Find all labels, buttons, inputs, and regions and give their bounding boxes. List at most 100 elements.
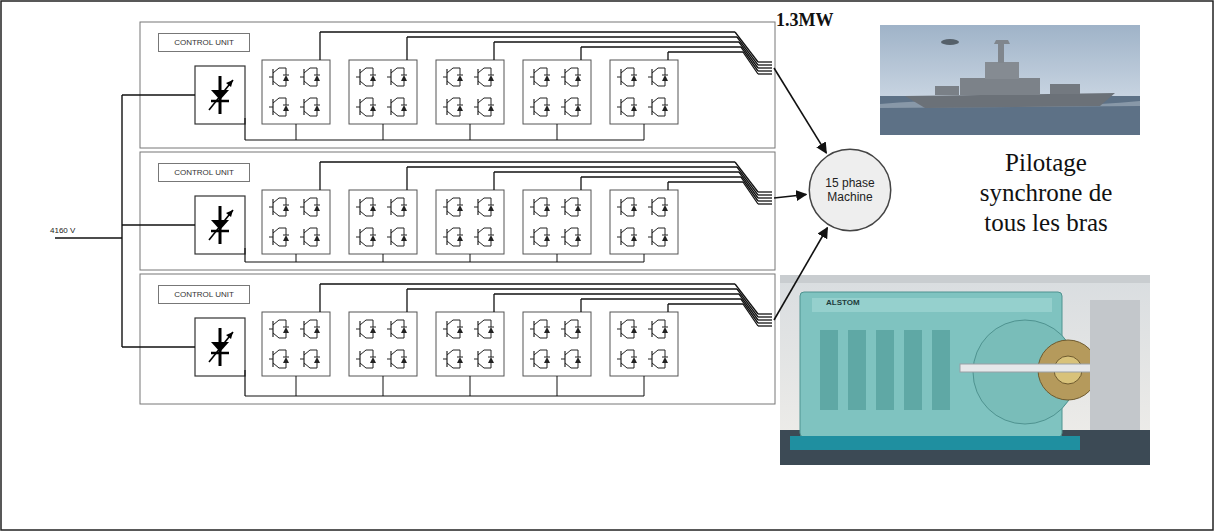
wire [571,198,578,199]
igbt-symbol [447,320,453,325]
wire [634,350,635,357]
wire [286,333,287,338]
wire [317,98,318,105]
feed-arrow [774,194,806,198]
wire [758,325,772,326]
diode-symbol [544,75,550,81]
h-bridge-box [262,190,330,254]
h-bridge-box [610,190,678,254]
igbt-symbol [443,237,447,238]
wire [547,241,548,246]
wire [404,333,405,338]
wire [286,228,287,235]
igbt-symbol [534,111,540,116]
feed-arrow [774,68,826,153]
wire [540,86,547,87]
igbt-symbol [304,211,310,216]
wire [373,350,374,357]
igbt-symbol [652,228,658,233]
igbt-symbol [391,241,397,246]
wire [491,111,492,116]
wire [758,197,772,198]
wire [373,320,374,327]
diode-symbol [575,327,581,333]
wire [540,198,547,199]
wire [397,320,404,321]
wire [286,320,287,327]
igbt-symbol [478,350,484,355]
wire [658,246,665,247]
wire [739,42,758,68]
diode-symbol [488,75,494,81]
wire [758,313,772,314]
wire [320,161,735,162]
diode-symbol [401,235,407,241]
unit-label: CONTROL UNIT [174,168,234,177]
wire [741,177,758,201]
igbt-symbol [648,329,652,330]
igbt-symbol [269,207,273,208]
diode-symbol [575,357,581,363]
wire [407,288,737,289]
igbt-symbol [360,320,366,325]
wire [453,350,460,351]
wire [658,320,665,321]
module-frame [140,22,775,148]
wire [581,176,741,177]
wire [491,81,492,86]
igbt-symbol [648,107,652,108]
wire [493,172,494,190]
wire [658,368,665,369]
wire [547,320,548,327]
diode-symbol [488,205,494,211]
wire [658,98,665,99]
igbt-symbol [356,77,360,78]
diode-symbol [662,327,668,333]
igbt-symbol [474,237,478,238]
igbt-symbol [565,363,571,368]
igbt-symbol [652,211,658,216]
wire [665,228,666,235]
igbt-symbol [478,228,484,233]
igbt-symbol [648,207,652,208]
wire [571,98,578,99]
wire [397,228,404,229]
wire [122,94,195,95]
wire [404,241,405,246]
igbt-symbol [443,107,447,108]
diode-symbol [575,105,581,111]
wire [310,198,317,199]
diode-symbol [631,235,637,241]
wire [404,98,405,105]
h-bridge-box [610,312,678,376]
wire [366,198,373,199]
wire [317,68,318,75]
diode-symbol [457,205,463,211]
wire [453,320,460,321]
wire [743,182,758,204]
igbt-symbol [269,359,273,360]
igbt-symbol [273,98,279,103]
wire [627,320,634,321]
wire [743,52,758,74]
wire [667,304,668,312]
diode-symbol [314,235,320,241]
power-rating: 1.3MW [776,10,834,31]
wire [644,254,645,262]
igbt-symbol [391,350,397,355]
wire [547,333,548,338]
wire [286,81,287,86]
wire [286,211,287,216]
wire [758,64,772,65]
wire [644,124,645,140]
wire [317,333,318,338]
diode-symbol [631,205,637,211]
igbt-symbol [565,68,571,73]
igbt-symbol [652,333,658,338]
wire [460,211,461,216]
wire [279,86,286,87]
wire [580,299,581,312]
igbt-symbol [565,198,571,203]
h-bridge-box [436,60,504,124]
wire [310,68,317,69]
